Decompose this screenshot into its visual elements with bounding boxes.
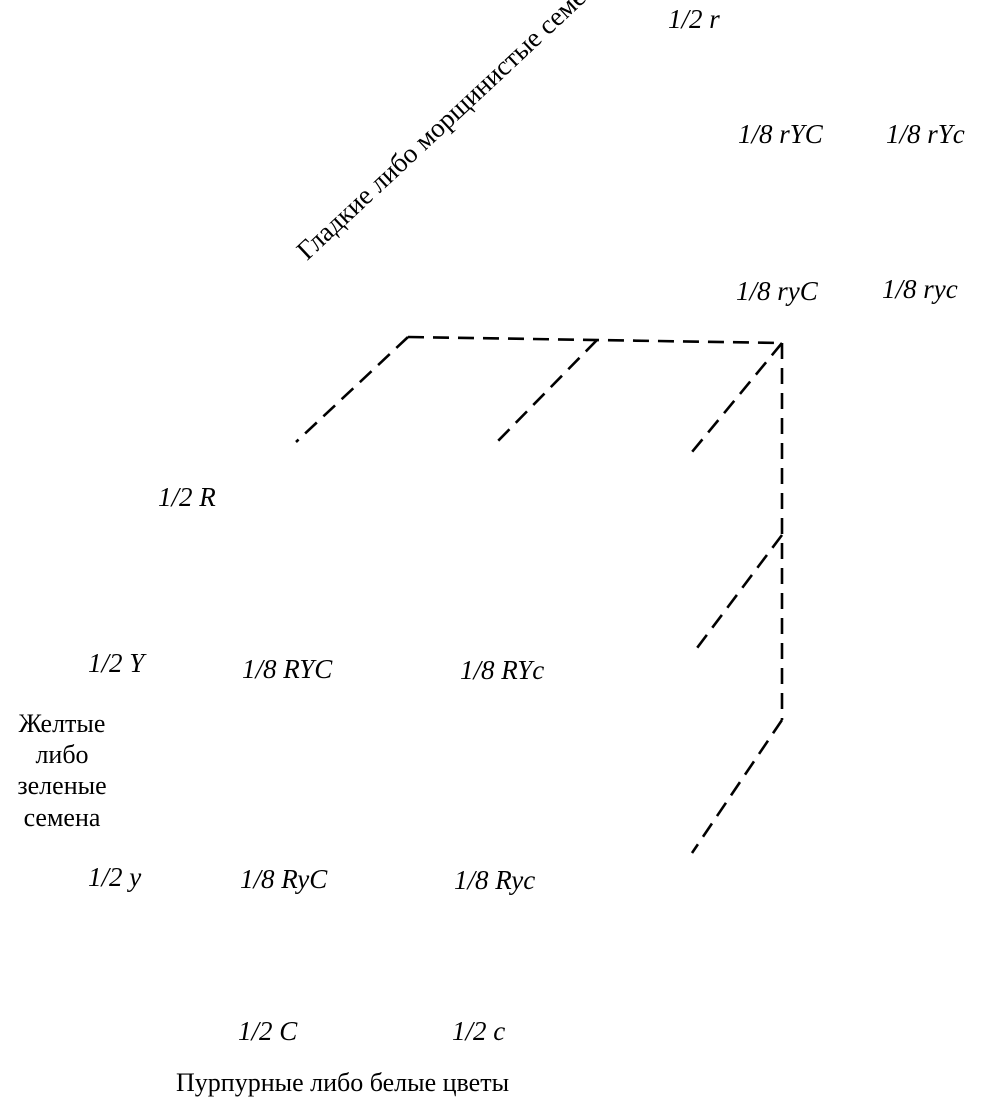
cell-ryc: 1/8 ryc [882,274,958,304]
marginal-Y: 1/2 Y [88,648,145,678]
marginal-C: 1/2 C [238,1016,298,1046]
edge-back-top [407,335,783,345]
marginal-c: 1/2 c [452,1016,506,1046]
cell-rYC: 1/8 rYC [738,119,823,149]
cell-RYc: 1/8 RYc [460,655,545,685]
edge-diag-top-left [295,336,409,443]
edge-diag-right-middle [692,534,784,653]
edge-diag-top-right [690,342,784,453]
vertical-axis-line-4: семена [23,802,101,832]
cell-Ryc: 1/8 Ryc [454,865,536,895]
cell-rYc: 1/8 rYc [886,119,965,149]
vertical-axis-line-3: зеленые [17,771,107,801]
edge-diag-right-bottom [690,719,784,854]
cell-RYC: 1/8 RYC [242,654,333,684]
cell-RyC: 1/8 RyC [240,864,328,894]
vertical-axis-label: Желтые либо зеленые семена [10,708,114,833]
marginal-r: 1/2 r [668,4,720,34]
vertical-axis-line-2: либо [35,740,89,770]
marginal-R: 1/2 R [158,482,216,512]
horizontal-axis-label: Пурпурные либо белые цветы [176,1068,510,1097]
cell-ryC: 1/8 ryC [736,276,818,306]
marginal-y: 1/2 y [88,862,142,892]
vertical-axis-line-1: Желтые [18,709,106,738]
edge-diag-top-middle [493,339,598,446]
